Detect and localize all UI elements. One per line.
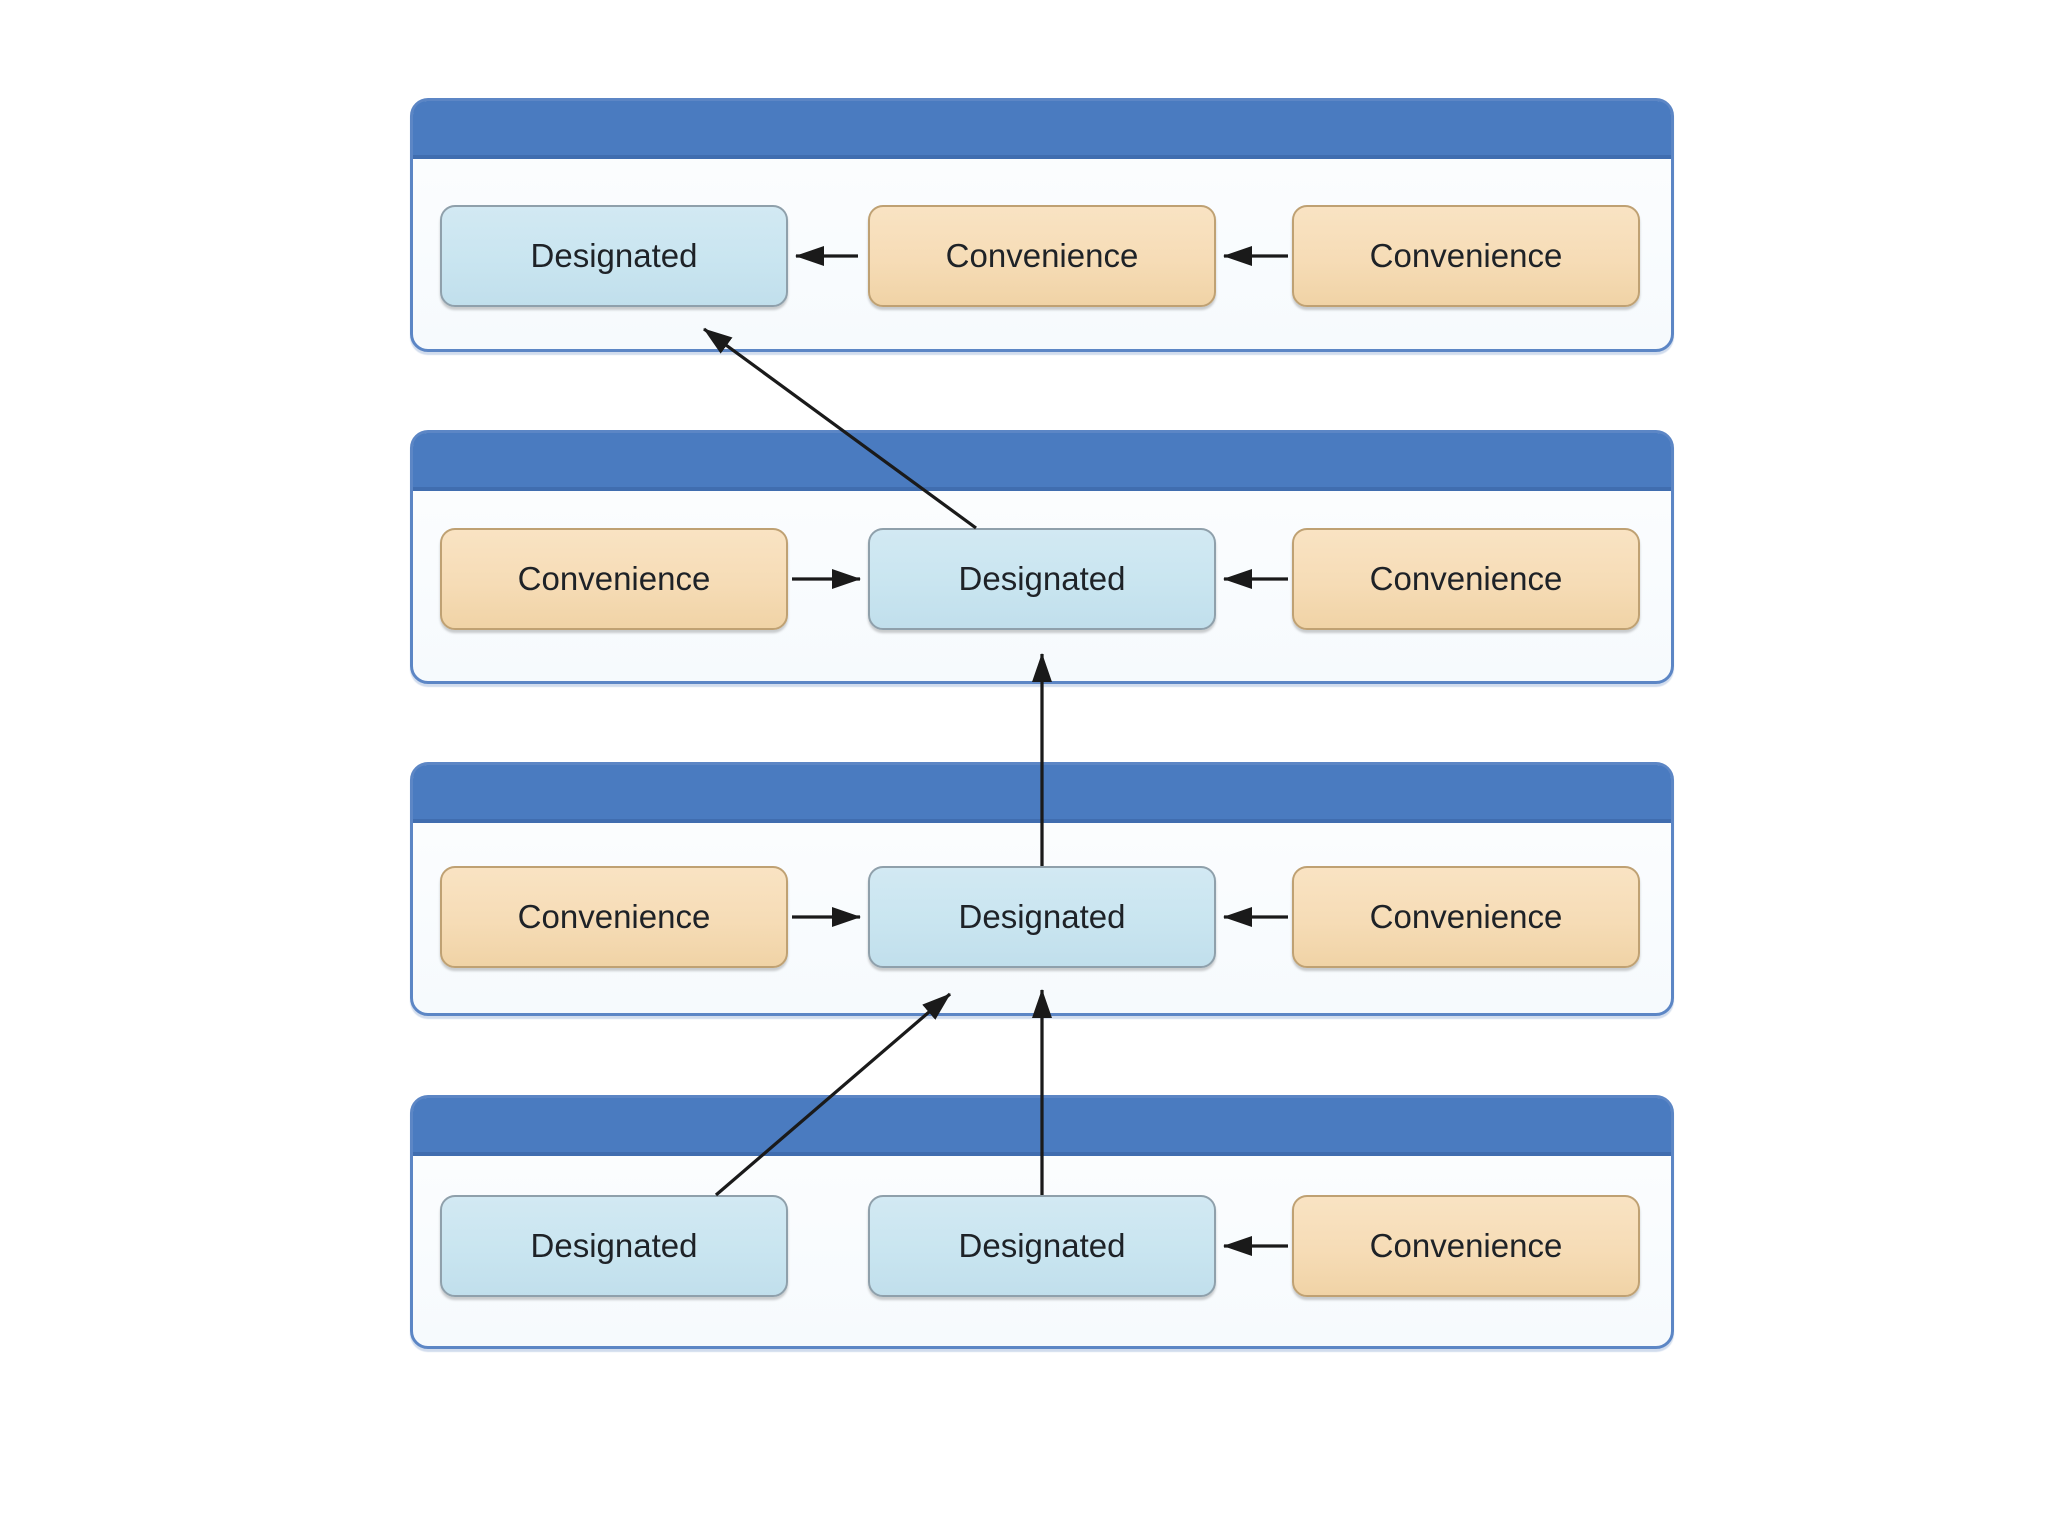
node-c1-convenience-1: Convenience (868, 205, 1216, 307)
node-c2-designated: Designated (868, 528, 1216, 630)
node-c1-designated: Designated (440, 205, 788, 307)
class-header-bar-4 (413, 1098, 1671, 1156)
class-card-2: Convenience Designated Convenience (410, 430, 1674, 684)
node-c4-designated-2: Designated (868, 1195, 1216, 1297)
class-card-1: Designated Convenience Convenience (410, 98, 1674, 352)
node-c3-convenience-2: Convenience (1292, 866, 1640, 968)
class-card-3: Convenience Designated Convenience (410, 762, 1674, 1016)
node-c4-designated-1: Designated (440, 1195, 788, 1297)
class-header-bar-1 (413, 101, 1671, 159)
node-c3-designated: Designated (868, 866, 1216, 968)
node-c2-convenience-1: Convenience (440, 528, 788, 630)
node-c4-convenience: Convenience (1292, 1195, 1640, 1297)
class-header-bar-2 (413, 433, 1671, 491)
node-c1-convenience-2: Convenience (1292, 205, 1640, 307)
class-header-bar-3 (413, 765, 1671, 823)
class-card-4: Designated Designated Convenience (410, 1095, 1674, 1349)
node-c2-convenience-2: Convenience (1292, 528, 1640, 630)
node-c3-convenience-1: Convenience (440, 866, 788, 968)
